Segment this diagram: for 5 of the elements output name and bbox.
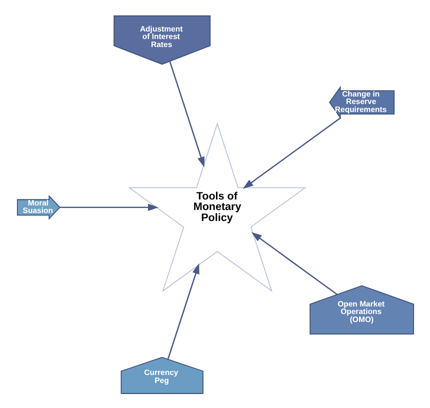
arrow: [168, 61, 204, 168]
arrow: [166, 263, 199, 360]
arrow: [242, 117, 341, 189]
arrow: [250, 232, 338, 296]
arrow: [60, 204, 158, 212]
